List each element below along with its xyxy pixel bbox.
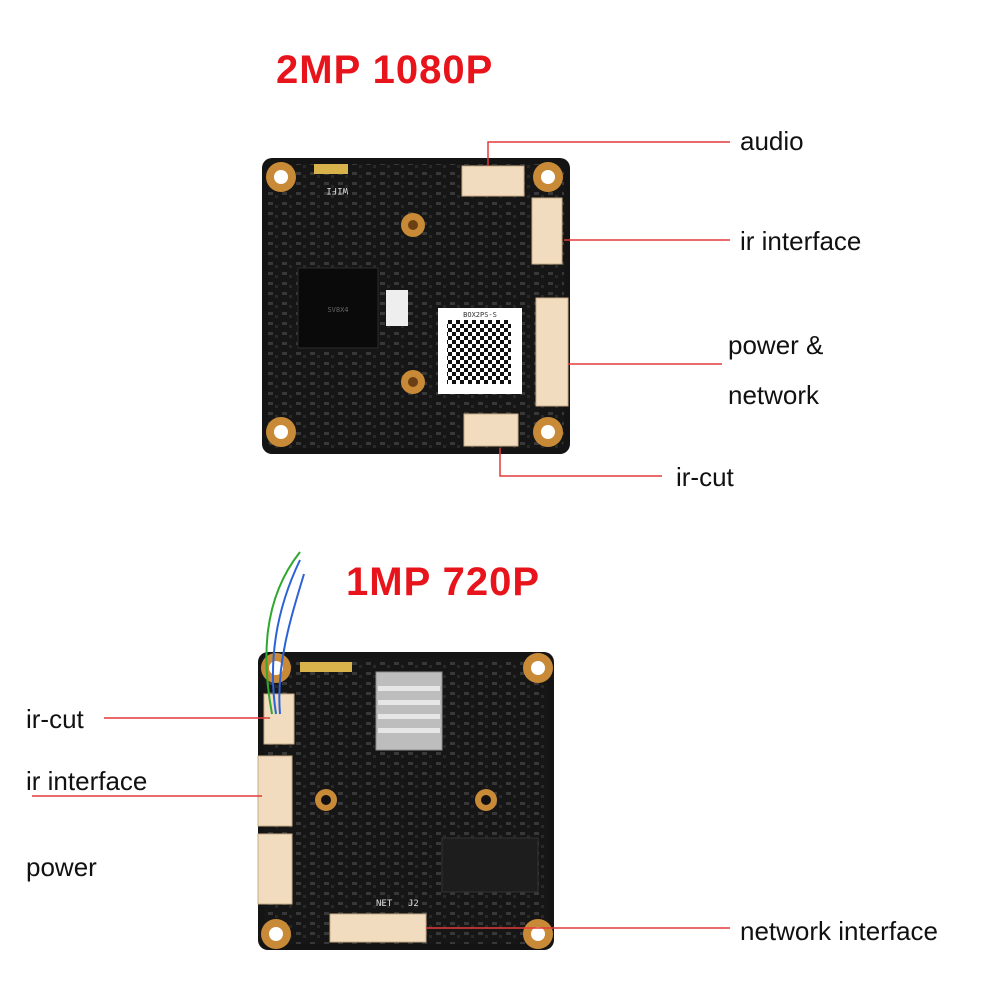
top-label-power-network-line2: network <box>728 380 820 410</box>
top-label-power-network-line1: power & <box>728 330 824 360</box>
top-qr-caption: BOX2PS-S <box>463 311 497 319</box>
bottom-network-transformer <box>441 837 539 893</box>
bottom-leader-lines <box>32 717 730 929</box>
top-ircut-connector <box>463 413 519 447</box>
bottom-label-power: power <box>26 852 97 882</box>
top-ir-connector <box>531 197 563 265</box>
bottom-label-ir-cut: ir-cut <box>26 704 84 734</box>
bottom-power-connector <box>257 833 293 905</box>
bottom-ir-connector <box>257 755 293 827</box>
top-main-chip <box>297 267 379 349</box>
top-mount-holes <box>266 162 563 447</box>
top-label-ir-cut: ir-cut <box>676 462 734 492</box>
bottom-heatsink <box>375 671 443 751</box>
bottom-ircut-wires <box>265 551 305 715</box>
top-label-audio: audio <box>740 126 804 156</box>
top-board-title: 2MP 1080P <box>276 48 494 92</box>
top-wifi-silkscreen: WIFI <box>326 185 348 195</box>
bottom-board-title: 1MP 720P <box>346 560 541 604</box>
top-audio-connector <box>461 165 525 197</box>
bottom-label-ir-interface: ir interface <box>26 766 148 796</box>
top-leader-lines <box>487 141 730 477</box>
bottom-network-connector <box>329 913 427 943</box>
top-label-ir-interface: ir interface <box>740 226 862 256</box>
bottom-j2-silkscreen: J2 <box>408 899 419 909</box>
bottom-pcb: NET J2 <box>257 551 554 950</box>
top-pcb: SV8X4 BOX2PS-S WIFI <box>262 158 570 454</box>
top-chip-text: SV8X4 <box>327 306 348 314</box>
bottom-net-silkscreen: NET <box>376 899 393 909</box>
top-power-network-connector <box>535 297 569 407</box>
bottom-label-network-interface: network interface <box>740 916 938 946</box>
